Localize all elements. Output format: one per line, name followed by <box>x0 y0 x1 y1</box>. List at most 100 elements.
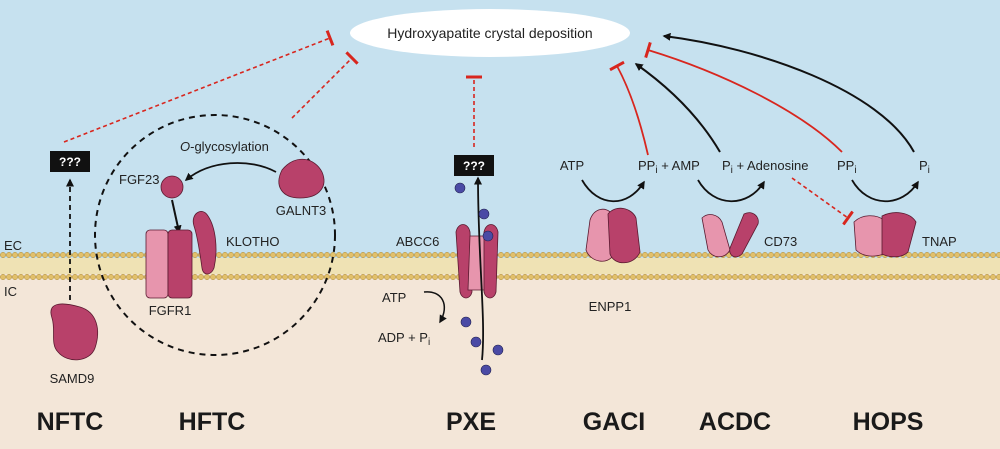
phospholipid-head <box>408 274 414 280</box>
membrane-core <box>0 258 1000 274</box>
phospholipid-head <box>42 252 48 258</box>
phospholipid-head <box>948 274 954 280</box>
phospholipid-head <box>402 274 408 280</box>
disease-label-pxe: PXE <box>446 408 496 436</box>
phospholipid-head <box>882 274 888 280</box>
phospholipid-head <box>90 252 96 258</box>
phospholipid-head <box>396 252 402 258</box>
phospholipid-head <box>360 274 366 280</box>
phospholipid-head <box>276 252 282 258</box>
ec-label: EC <box>4 238 22 253</box>
phospholipid-head <box>24 274 30 280</box>
phospholipid-head <box>396 274 402 280</box>
phospholipid-head <box>288 274 294 280</box>
phospholipid-head <box>744 252 750 258</box>
phospholipid-head <box>990 252 996 258</box>
phospholipid-head <box>96 274 102 280</box>
abcc6-adp-label: ADP + Pi <box>378 330 430 348</box>
phospholipid-head <box>48 274 54 280</box>
phospholipid-head <box>606 274 612 280</box>
samd9-label: SAMD9 <box>50 371 95 386</box>
phospholipid-head <box>648 274 654 280</box>
ppi-ion <box>454 182 466 194</box>
hftc-dashed-circle <box>94 114 336 356</box>
phospholipid-head <box>936 274 942 280</box>
phospholipid-head <box>300 252 306 258</box>
phospholipid-head <box>378 274 384 280</box>
phospholipid-head <box>930 274 936 280</box>
phospholipid-head <box>936 252 942 258</box>
phospholipid-head <box>432 274 438 280</box>
phospholipid-head <box>432 252 438 258</box>
phospholipid-head <box>60 252 66 258</box>
phospholipid-head <box>240 274 246 280</box>
phospholipid-head <box>78 274 84 280</box>
phospholipid-head <box>696 274 702 280</box>
ic-label: IC <box>4 284 17 299</box>
phospholipid-head <box>264 252 270 258</box>
phospholipid-head <box>666 252 672 258</box>
phospholipid-head <box>588 274 594 280</box>
phospholipid-head <box>546 274 552 280</box>
phospholipid-head <box>756 274 762 280</box>
phospholipid-head <box>558 274 564 280</box>
phospholipid-head <box>258 274 264 280</box>
phospholipid-head <box>816 274 822 280</box>
tnap-right-part <box>881 212 917 258</box>
phospholipid-head <box>30 274 36 280</box>
klotho-protein <box>192 211 217 275</box>
tnap-ppi-pp: PP <box>837 158 854 173</box>
adp-pi-subscript: i <box>428 337 430 348</box>
phospholipid-head <box>570 252 576 258</box>
unknown-label-pxe: ??? <box>463 159 485 173</box>
phospholipid-head <box>978 274 984 280</box>
glycosylation-italic: O <box>180 139 190 154</box>
phospholipid-head <box>876 274 882 280</box>
fgfr1-left-part <box>145 229 169 299</box>
phospholipid-head <box>570 274 576 280</box>
phospholipid-head <box>126 252 132 258</box>
phospholipid-head <box>84 274 90 280</box>
phospholipid-head <box>450 252 456 258</box>
phospholipid-head <box>414 274 420 280</box>
gaci-ppi-inhibition <box>609 60 649 156</box>
phospholipid-head <box>138 274 144 280</box>
phospholipid-head <box>288 252 294 258</box>
phospholipid-head <box>864 274 870 280</box>
glycosylation-label: O-glycosylation <box>180 139 269 154</box>
phospholipid-head <box>120 252 126 258</box>
phospholipid-head <box>528 252 534 258</box>
phospholipid-head <box>972 252 978 258</box>
tnap-pi-label: Pi <box>919 158 930 176</box>
phospholipid-head <box>804 274 810 280</box>
phospholipid-head <box>192 274 198 280</box>
phospholipid-head <box>504 274 510 280</box>
phospholipid-head <box>540 252 546 258</box>
phospholipid-head <box>132 252 138 258</box>
phospholipid-head <box>372 274 378 280</box>
phospholipid-head <box>702 274 708 280</box>
phospholipid-head <box>222 274 228 280</box>
phospholipid-head <box>594 274 600 280</box>
unknown-box-nftc <box>50 151 90 172</box>
enpp1-right-part <box>607 207 641 264</box>
phospholipid-head <box>120 274 126 280</box>
phospholipid-head <box>240 252 246 258</box>
ppi-ion <box>492 344 504 356</box>
adp-pi-text: ADP + P <box>378 330 428 345</box>
tnap-ppi-label: PPi <box>837 158 857 176</box>
phospholipid-head <box>732 274 738 280</box>
phospholipid-head <box>132 274 138 280</box>
phospholipid-head <box>798 252 804 258</box>
phospholipid-head <box>966 252 972 258</box>
phospholipid-head <box>756 252 762 258</box>
phospholipid-head <box>582 274 588 280</box>
tnap-pi-p: P <box>919 158 928 173</box>
cd73-right-part <box>729 212 759 258</box>
phospholipid-head <box>420 252 426 258</box>
phospholipid-head <box>768 252 774 258</box>
phospholipid-head <box>996 252 1000 258</box>
phospholipid-head <box>780 274 786 280</box>
phospholipid-head <box>702 252 708 258</box>
phospholipid-head <box>318 252 324 258</box>
